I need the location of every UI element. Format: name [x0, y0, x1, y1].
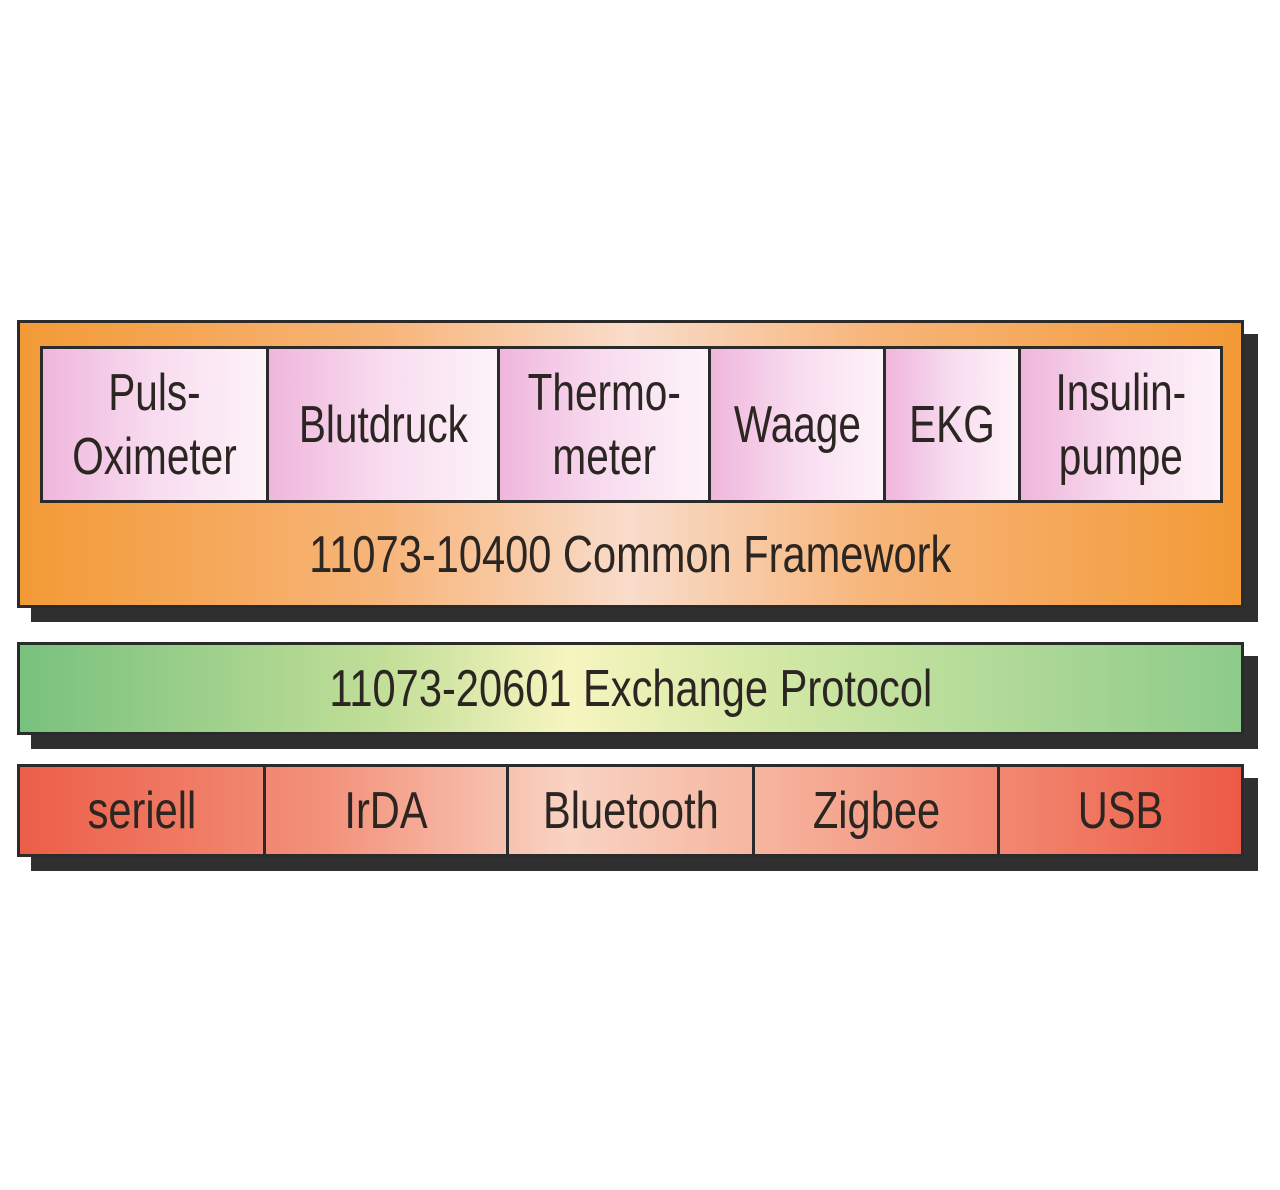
transport-irda: IrDA	[266, 767, 509, 854]
transport-seriell: seriell	[20, 767, 266, 854]
transport-bluetooth: Bluetooth	[509, 767, 755, 854]
transport-label: Zigbee	[812, 781, 940, 840]
device-label: Thermo- meter	[527, 363, 681, 486]
transport-label: IrDA	[344, 781, 428, 840]
device-label: Waage	[733, 395, 861, 454]
device-waage: Waage	[711, 349, 886, 500]
transport-zigbee: Zigbee	[755, 767, 1000, 854]
device-label: Insulin- pumpe	[1055, 363, 1186, 486]
protocol-label: 11073-20601 Exchange Protocol	[254, 657, 1008, 721]
device-specializations-row: Puls- Oximeter Blutdruck Thermo- meter W…	[40, 346, 1223, 503]
device-label: Puls- Oximeter	[72, 363, 237, 486]
framework-label: 11073-10400 Common Framework	[20, 523, 1241, 587]
protocol-label-text: 11073-20601 Exchange Protocol	[329, 659, 932, 718]
exchange-protocol-layer: 11073-20601 Exchange Protocol	[17, 642, 1244, 735]
transport-usb: USB	[1000, 767, 1241, 854]
device-label: EKG	[909, 395, 995, 454]
transport-label: USB	[1077, 781, 1164, 840]
device-label: Blutdruck	[298, 395, 468, 454]
framework-label-text: 11073-10400 Common Framework	[309, 526, 952, 584]
device-ekg: EKG	[886, 349, 1021, 500]
device-puls-oximeter: Puls- Oximeter	[43, 349, 269, 500]
transport-label: Bluetooth	[542, 781, 719, 840]
transport-layer: seriell IrDA Bluetooth Zigbee USB	[17, 764, 1244, 857]
device-blutdruck: Blutdruck	[269, 349, 500, 500]
device-insulinpumpe: Insulin- pumpe	[1021, 349, 1220, 500]
transport-label: seriell	[87, 781, 196, 840]
device-thermometer: Thermo- meter	[500, 349, 711, 500]
common-framework-layer: Puls- Oximeter Blutdruck Thermo- meter W…	[17, 320, 1244, 608]
